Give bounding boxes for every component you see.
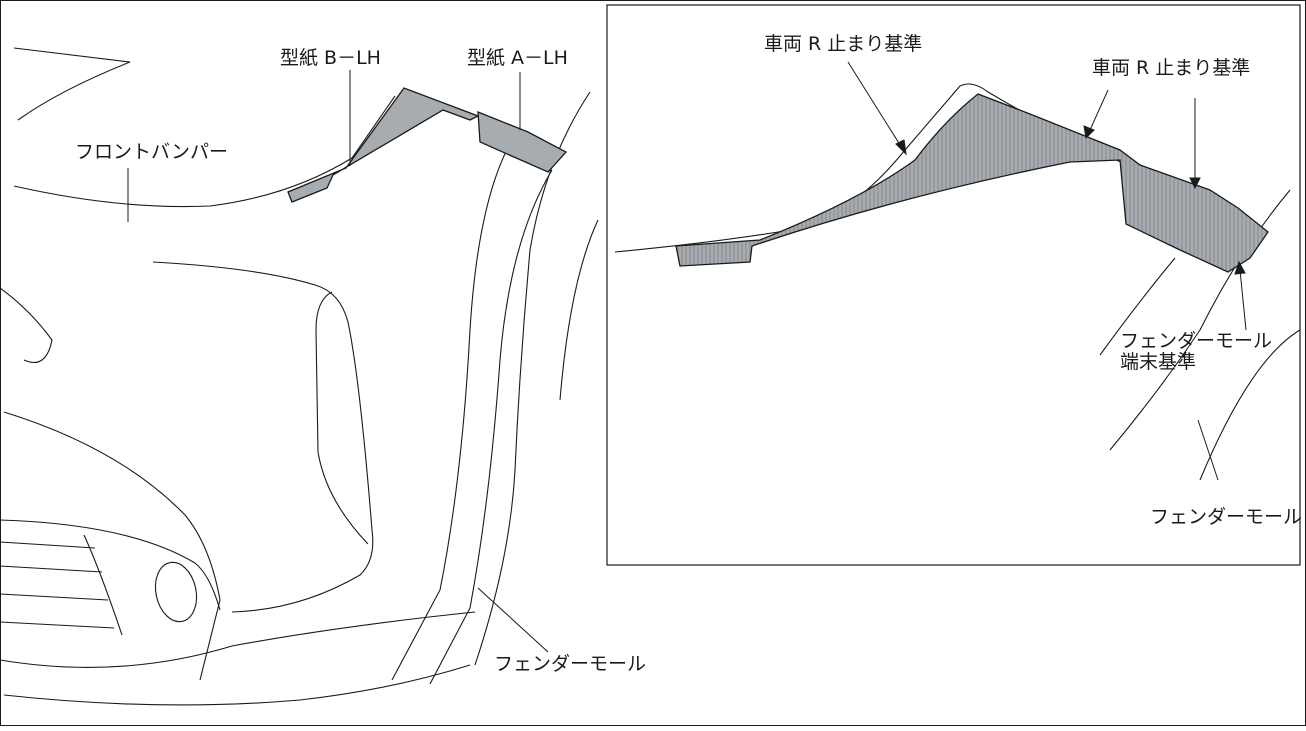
template-a-lh-piece <box>477 111 568 173</box>
car-front-drawing <box>0 47 599 706</box>
detail-template-piece <box>675 93 1269 273</box>
label-template-a-lh: 型紙 A－LH <box>467 47 568 69</box>
detail-leader-lines <box>847 61 1247 481</box>
label-vehicle-r-stop-right: 車両 R 止まり基準 <box>1092 57 1250 79</box>
label-template-b-lh: 型紙 B－LH <box>280 47 381 69</box>
label-vehicle-r-stop-left: 車両 R 止まり基準 <box>764 33 922 55</box>
main-leader-lines <box>127 70 549 653</box>
label-fender-molding-main: フェンダーモール <box>494 653 646 675</box>
label-fender-end-line1: フェンダーモール <box>1120 330 1272 352</box>
detail-inset-frame <box>606 4 1301 566</box>
label-fender-molding-inset: フェンダーモール <box>1150 506 1302 528</box>
label-front-bumper: フロントバンパー <box>75 141 228 163</box>
template-b-lh-piece <box>287 87 480 203</box>
label-fender-end-line2: 端末基準 <box>1120 351 1196 373</box>
